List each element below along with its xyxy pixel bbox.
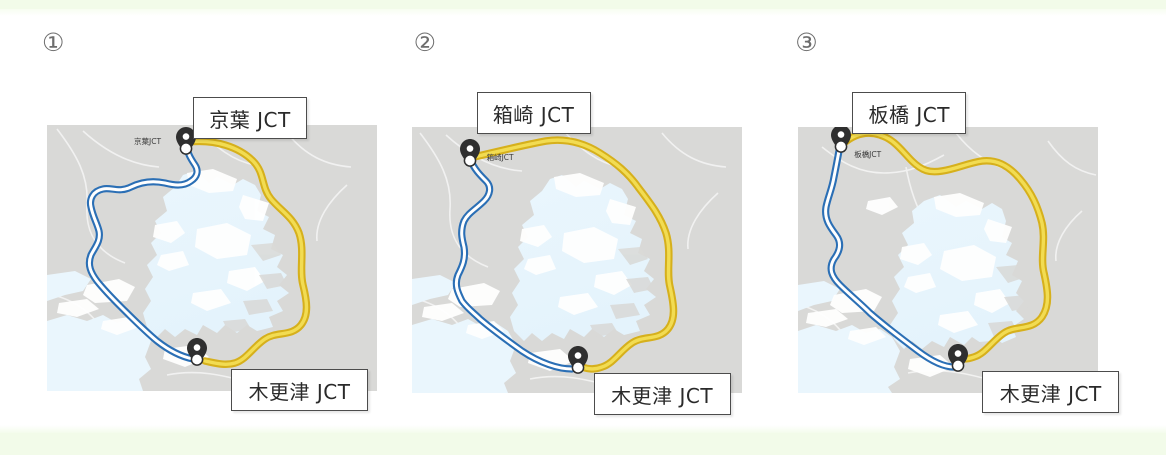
end-marker-2 <box>567 346 588 374</box>
start-callout-3[interactable]: 板橋 JCT <box>852 92 967 134</box>
map-canvas-1 <box>47 125 377 391</box>
end-callout-1[interactable]: 木更津 JCT <box>231 369 368 411</box>
map-canvas-3 <box>798 127 1099 393</box>
map-2[interactable] <box>411 127 742 393</box>
map-1[interactable] <box>47 125 377 391</box>
start-marker-1 <box>176 127 196 155</box>
blue-route-inner-1 <box>87 141 199 361</box>
blue-route-inner-2 <box>454 157 574 371</box>
panel-number-1: ① <box>42 28 65 57</box>
map-3[interactable] <box>798 127 1099 393</box>
map-canvas-2 <box>411 127 742 393</box>
end-marker-3 <box>948 344 969 372</box>
panel-number-3: ③ <box>795 28 818 57</box>
blue-route-inner-3 <box>824 143 956 369</box>
map-junction-label-3: 板橋JCT <box>854 150 882 159</box>
bay-shore-route-3 <box>842 131 1050 361</box>
panel-number-2: ② <box>413 28 437 57</box>
end-marker-1 <box>187 338 207 366</box>
start-callout-2[interactable]: 箱崎 JCT <box>476 92 591 134</box>
route-panel-1: ① <box>0 0 389 455</box>
route-panel-3: ③ <box>777 0 1166 455</box>
bay-shore-route-2 <box>471 138 675 371</box>
start-callout-1[interactable]: 京葉 JCT <box>193 97 307 139</box>
start-marker-3 <box>831 127 852 153</box>
bay-shore-route-1 <box>186 139 309 366</box>
map-junction-label-1: 京葉JCT <box>134 137 162 146</box>
map-junction-label-2: 箱崎JCT <box>486 153 514 162</box>
page-top-accent-band <box>0 0 1166 16</box>
end-callout-2[interactable]: 木更津 JCT <box>593 373 731 415</box>
page-bottom-accent-band <box>0 425 1166 455</box>
end-callout-3[interactable]: 木更津 JCT <box>982 371 1120 413</box>
start-marker-2 <box>459 139 480 167</box>
route-panel-2: ② <box>389 0 778 455</box>
